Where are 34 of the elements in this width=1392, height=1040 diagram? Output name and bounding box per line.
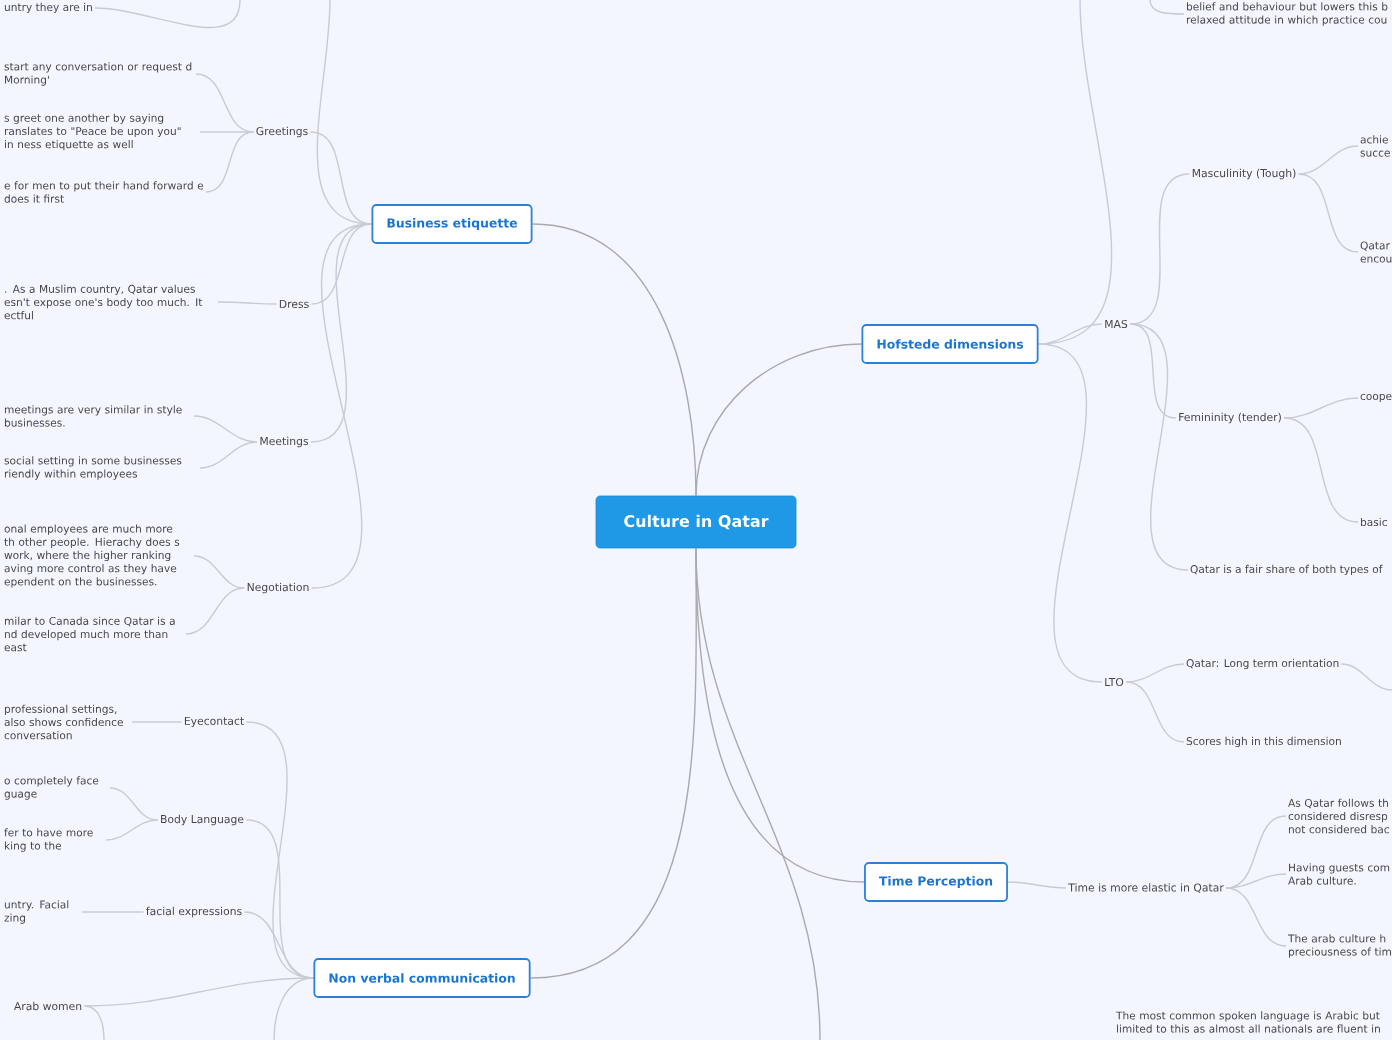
connector-line (1129, 323, 1189, 571)
connector-line (109, 787, 159, 821)
connector-line (1007, 881, 1067, 889)
connector-line (193, 415, 258, 443)
connector-line (1129, 173, 1190, 325)
connector-line (1340, 663, 1392, 691)
connector-line (1225, 873, 1287, 889)
connector-line (1283, 397, 1359, 419)
connector-line (695, 547, 821, 1040)
connector-line (1125, 663, 1185, 683)
connector-line (205, 131, 255, 193)
connector-line (83, 977, 315, 1007)
connector-line (1149, 0, 1185, 15)
connector-line (1225, 887, 1287, 947)
connector-line (131, 721, 183, 723)
connector-line (105, 819, 159, 841)
connector-line (273, 977, 315, 1040)
connector-line (83, 1005, 105, 1040)
connector-line (1037, 0, 1113, 345)
connector-line (185, 587, 245, 635)
connector-line (199, 441, 258, 469)
connector-line (199, 131, 255, 133)
connector-line (1298, 173, 1359, 253)
connector-line (1298, 145, 1359, 175)
connector-line (81, 911, 145, 913)
connector-line (1283, 417, 1359, 523)
connector-line (1125, 681, 1185, 743)
connector-line (217, 301, 278, 305)
connector-line (193, 555, 245, 589)
connector-line (94, 0, 241, 29)
central-topic-box: Culture in Qatar (595, 495, 797, 549)
connector-line (695, 343, 863, 497)
connector-line (316, 0, 373, 225)
connector-line (531, 223, 697, 497)
